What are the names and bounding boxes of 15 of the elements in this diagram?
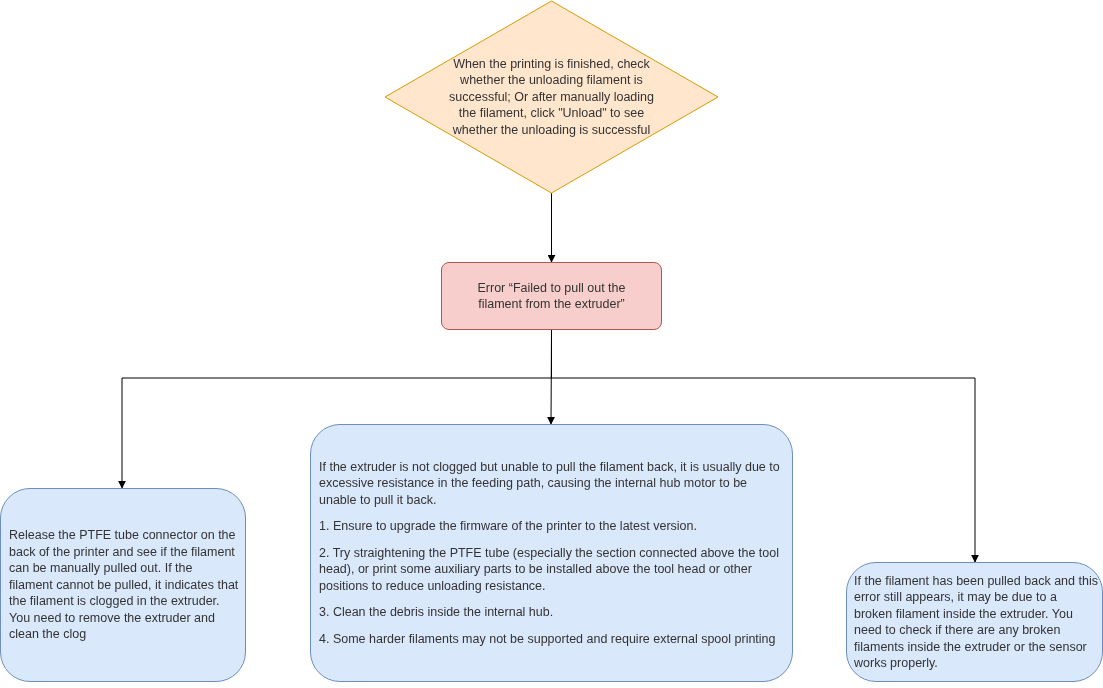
error-box bbox=[441, 262, 662, 330]
decision-diamond bbox=[385, 1, 718, 193]
arrow bbox=[547, 192, 556, 263]
process-box bbox=[846, 562, 1103, 682]
process-box bbox=[0, 488, 246, 682]
node-text: 1. Ensure to upgrade the firmware of the printer to the latest version. bbox=[319, 518, 698, 535]
process-box bbox=[310, 424, 793, 682]
node-text: If the filament has been pulled back and this error still appears, it may be due to a broken filament inside the extruder. You need to check if there are any broken filaments inside the extruder or the sensor works properly. bbox=[854, 572, 1098, 672]
node-text: 3. Clean the debris inside the internal hub. bbox=[319, 604, 555, 621]
node-text: Release the PTFE tube connector on the back of the printer and see if the filament can be manually pulled out. If the filament cannot be pulled, it indicates that the filament is clogged in the extruder. You need to remove the extruder and clean the clog bbox=[9, 527, 239, 643]
node-text: 2. Try straightening the PTFE tube (especially the section connected above the tool head), or print some auxiliary parts to be installed above the tool head or other positions to reduce unloading resistance. bbox=[319, 544, 780, 595]
node-text: 4. Some harder filaments may not be supported and require external spool printing bbox=[319, 630, 777, 648]
node-text: When the printing is finished, check whether the unloading filament is successful; Or after manually loading the filament, click "Unload" to see whether the unloading is successful bbox=[448, 55, 655, 139]
node-text: Error “Failed to pull out the filament from the extruder” bbox=[476, 279, 627, 313]
node-text: If the extruder is not clogged but unable to pull the filament back, it is usually due to excessive resistance in the feeding path, causing the internal hub motor to be unable to pull it back. bbox=[319, 458, 781, 509]
